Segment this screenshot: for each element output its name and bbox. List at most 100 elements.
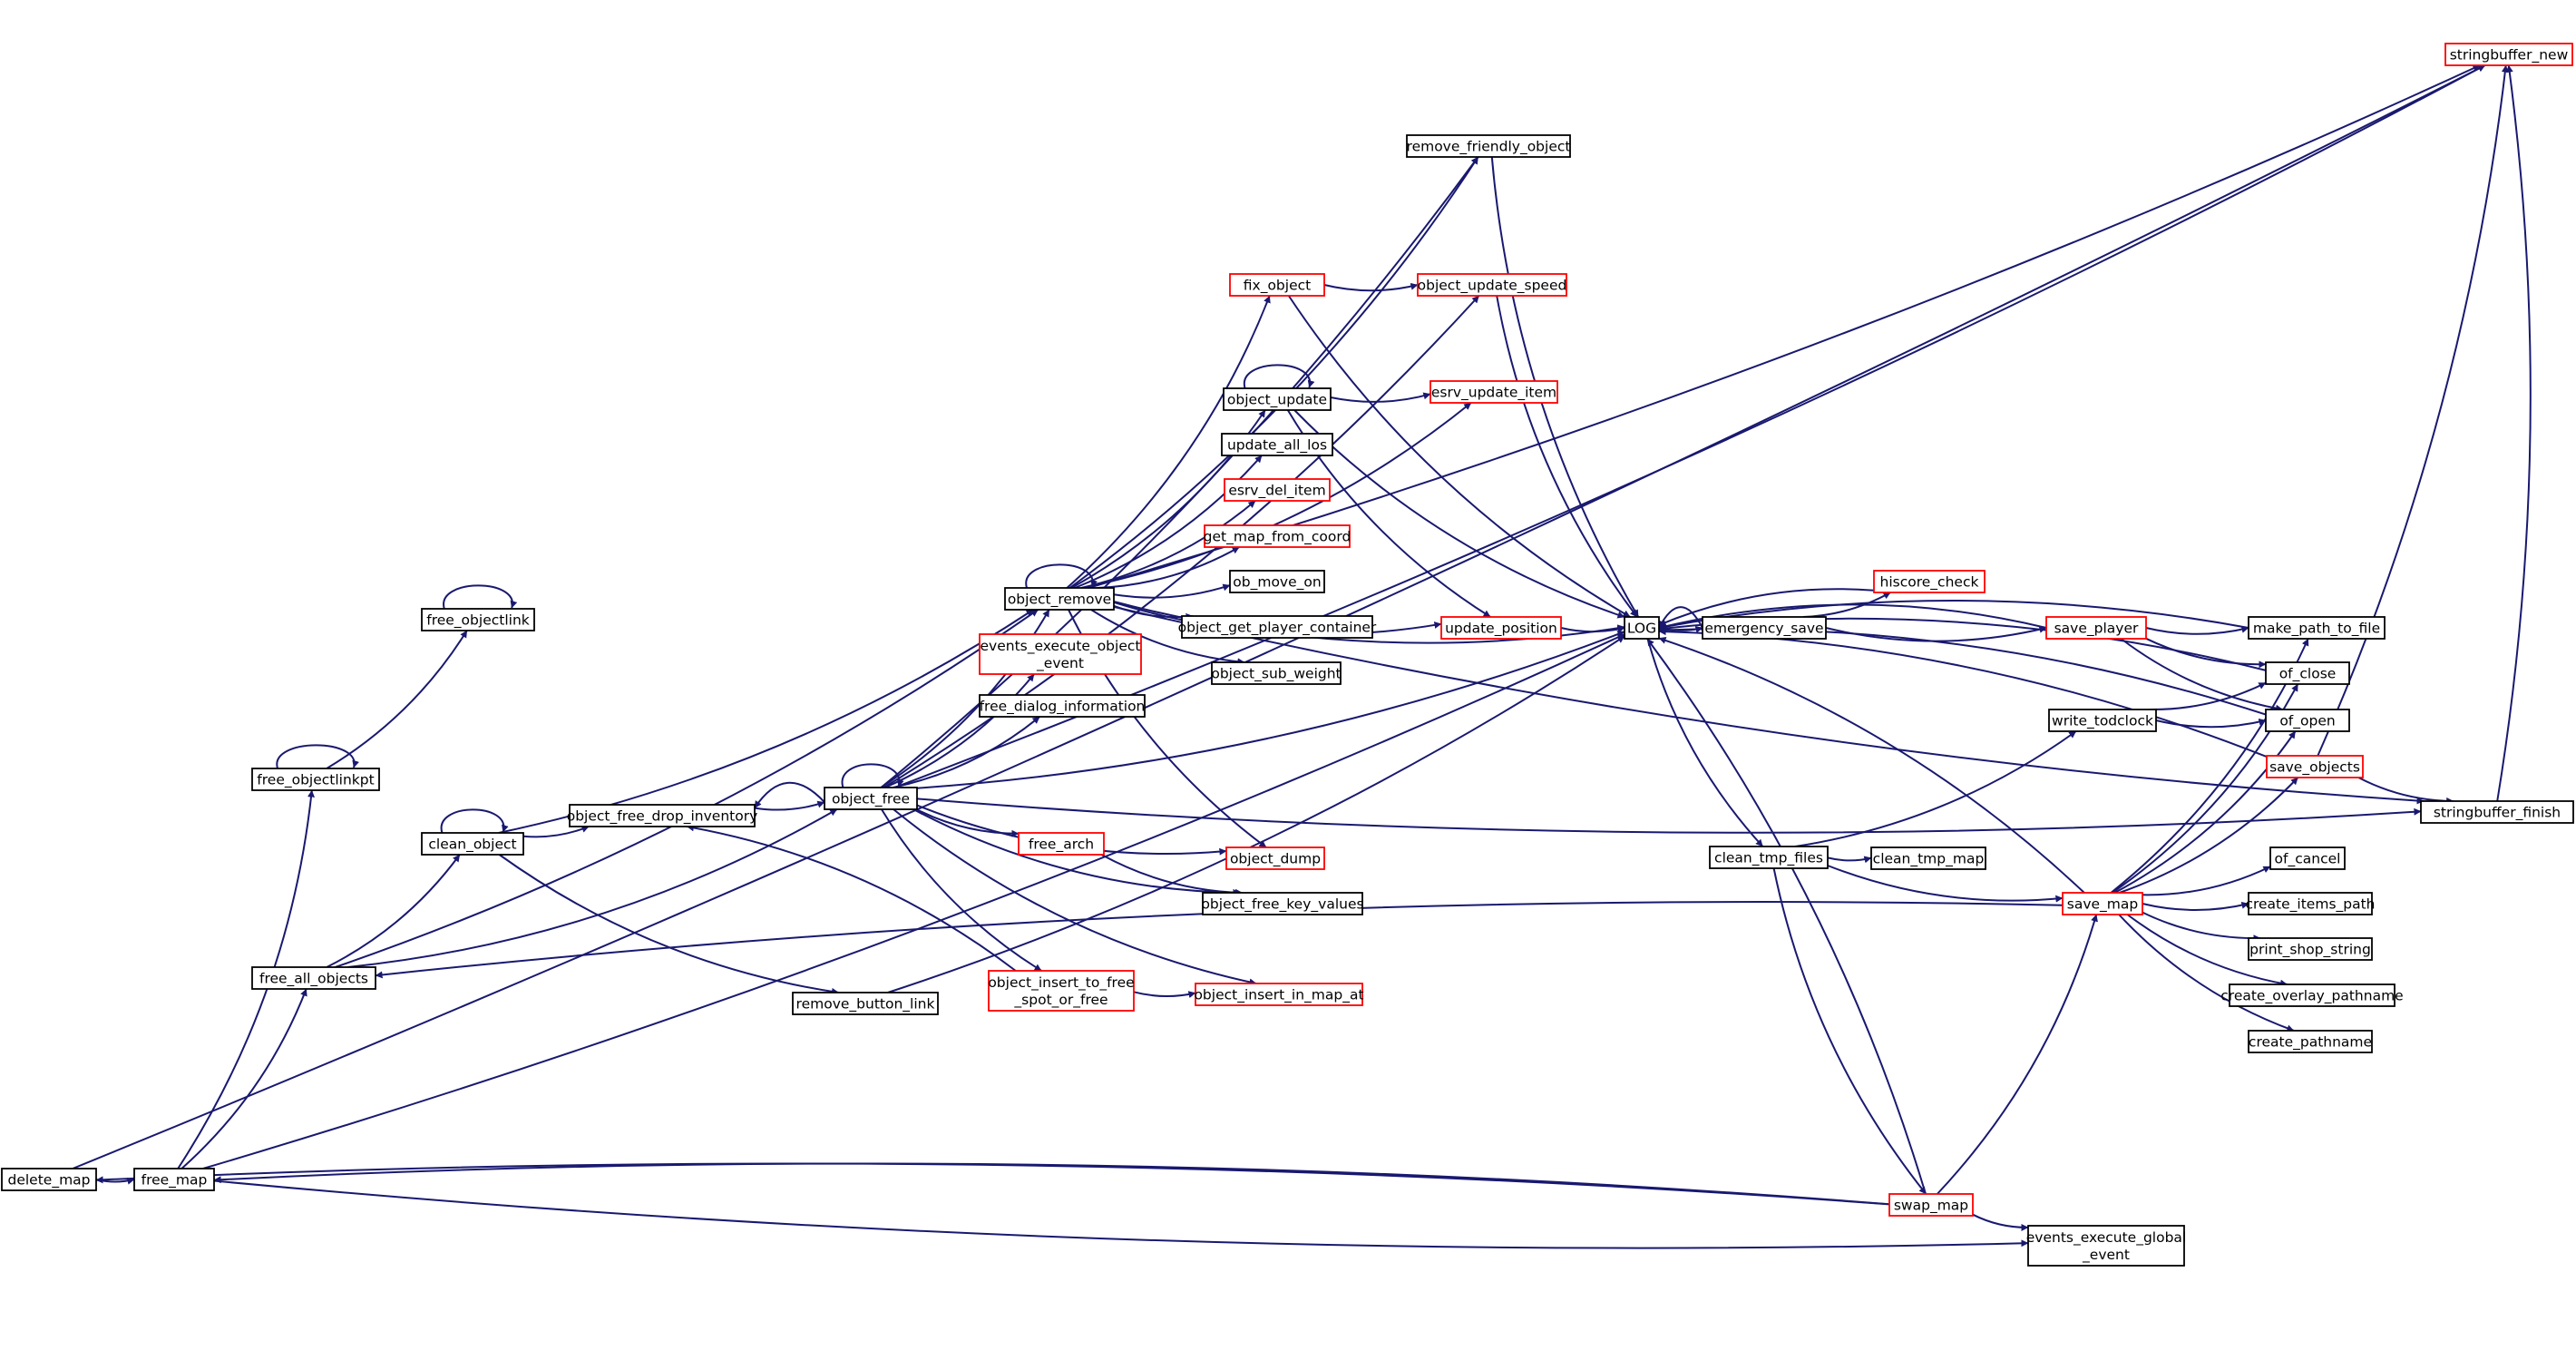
edge-object_remove-to-update_all_los	[1074, 455, 1263, 589]
node-save_map[interactable]: save_map	[2062, 892, 2143, 915]
edge-free_all_objects-to-object_remove	[335, 609, 1039, 968]
node-label: make_path_to_file	[2253, 621, 2380, 638]
node-object_get_player_container[interactable]: object_get_player_container	[1178, 615, 1377, 639]
edge-object_free-to-object_free_drop_inventory	[754, 781, 825, 809]
edge-save_map-to-create_overlay_pathname	[2126, 914, 2288, 987]
node-create_items_path[interactable]: create_items_path	[2245, 892, 2376, 915]
node-object_insert_in_map_at[interactable]: object_insert_in_map_at	[1194, 983, 1364, 1006]
node-print_shop_string[interactable]: print_shop_string	[2248, 937, 2373, 961]
node-events_execute_global_event[interactable]: events_execute_global_event	[2026, 1225, 2186, 1267]
node-label: object_free_key_values	[1201, 896, 1363, 914]
node-label: hiscore_check	[1880, 574, 1979, 592]
node-label: swap_map	[1894, 1198, 1968, 1215]
node-object_sub_weight[interactable]: object_sub_weight	[1211, 661, 1342, 685]
edge-object_remove-to-esrv_del_item	[1080, 500, 1256, 589]
edge-save_map-to-create_pathname	[2118, 914, 2295, 1032]
edge-make_path_to_file-to-LOG	[1658, 600, 2249, 631]
node-box	[2420, 800, 2574, 824]
node-update_all_los[interactable]: update_all_los	[1221, 433, 1333, 456]
node-create_overlay_pathname[interactable]: create_overlay_pathname	[2220, 983, 2404, 1007]
node-label: _event	[1036, 655, 1084, 672]
node-save_player[interactable]: save_player	[2045, 616, 2147, 640]
node-swap_map[interactable]: swap_map	[1888, 1193, 1974, 1217]
node-object_update_speed[interactable]: object_update_speed	[1417, 273, 1567, 297]
node-label: of_open	[2279, 713, 2335, 730]
node-box	[2265, 709, 2350, 732]
node-label: object_insert_to_free	[988, 974, 1134, 992]
node-object_update[interactable]: object_update	[1223, 387, 1332, 411]
edge-free_objectlinkpt-to-free_objectlink	[326, 630, 468, 769]
node-label: object_update	[1227, 392, 1327, 409]
node-free_arch[interactable]: free_arch	[1018, 832, 1105, 856]
node-box	[1224, 478, 1331, 502]
node-object_insert_to_free_spot_or_free[interactable]: object_insert_to_free_spot_or_free	[988, 970, 1135, 1012]
node-of_open[interactable]: of_open	[2265, 709, 2350, 732]
edge-clean_tmp_files-to-clean_tmp_map	[1827, 856, 1872, 864]
node-label: ob_move_on	[1233, 574, 1321, 592]
edge-swap_map-to-LOG	[1646, 638, 1927, 1195]
edge-clean_tmp_files-to-write_todclock	[1795, 730, 2077, 847]
node-label: clean_tmp_files	[1714, 850, 1823, 867]
node-ob_move_on[interactable]: ob_move_on	[1229, 570, 1325, 593]
node-delete_map[interactable]: delete_map	[1, 1168, 97, 1191]
node-object_free_drop_inventory[interactable]: object_free_drop_inventory	[567, 804, 758, 827]
node-object_remove[interactable]: object_remove	[1004, 587, 1115, 611]
edge-clean_object-to-remove_button_link	[498, 854, 839, 995]
node-box	[251, 768, 380, 791]
node-of_close[interactable]: of_close	[2265, 661, 2350, 685]
node-label: of_close	[2279, 666, 2337, 683]
node-label: object_update_speed	[1418, 278, 1567, 295]
node-box	[251, 966, 376, 990]
node-free_map[interactable]: free_map	[133, 1168, 215, 1191]
node-label: free_all_objects	[259, 971, 368, 988]
node-box	[1229, 570, 1325, 593]
node-events_execute_object_event[interactable]: events_execute_object_event	[979, 633, 1142, 675]
node-clean_tmp_files[interactable]: clean_tmp_files	[1709, 846, 1829, 869]
node-box	[1888, 1193, 1974, 1217]
edge-object_remove-to-ob_move_on	[1113, 583, 1231, 599]
node-clean_tmp_map[interactable]: clean_tmp_map	[1870, 846, 1986, 870]
node-LOG[interactable]: LOG	[1624, 616, 1660, 640]
node-esrv_update_item[interactable]: esrv_update_item	[1429, 380, 1558, 404]
node-free_objectlinkpt[interactable]: free_objectlinkpt	[251, 768, 380, 791]
node-box	[1429, 380, 1558, 404]
node-emergency_save[interactable]: emergency_save	[1702, 616, 1827, 640]
node-remove_button_link[interactable]: remove_button_link	[792, 992, 939, 1015]
edge-write_todclock-to-of_open	[2155, 718, 2267, 729]
node-fix_object[interactable]: fix_object	[1229, 273, 1325, 297]
node-esrv_del_item[interactable]: esrv_del_item	[1224, 478, 1331, 502]
node-label: save_objects	[2269, 759, 2360, 777]
node-object_free[interactable]: object_free	[824, 787, 918, 810]
edge-save_map-to-of_cancel	[2142, 866, 2271, 896]
node-stringbuffer_new[interactable]: stringbuffer_new	[2444, 43, 2573, 66]
node-object_dump[interactable]: object_dump	[1225, 846, 1325, 870]
node-make_path_to_file[interactable]: make_path_to_file	[2248, 616, 2386, 640]
node-box	[1018, 832, 1105, 856]
node-label: free_objectlinkpt	[257, 772, 374, 789]
node-create_pathname[interactable]: create_pathname	[2248, 1030, 2373, 1053]
node-update_position[interactable]: update_position	[1440, 616, 1562, 640]
edge-free_map-to-events_execute_global_event	[213, 1179, 2029, 1249]
node-write_todclock[interactable]: write_todclock	[2048, 709, 2157, 732]
node-box	[1211, 661, 1342, 685]
node-label: object_free_drop_inventory	[567, 808, 758, 826]
node-clean_object[interactable]: clean_object	[421, 832, 524, 856]
edges-layer	[72, 64, 2532, 1249]
edge-object_insert_to_free_spot_or_free-to-object_insert_in_map_at	[1133, 991, 1196, 999]
node-free_dialog_information[interactable]: free_dialog_information	[979, 694, 1146, 718]
node-free_all_objects[interactable]: free_all_objects	[251, 966, 376, 990]
edge-free_objectlink-to-free_objectlink	[443, 584, 518, 610]
edge-save_player-to-make_path_to_file	[2145, 625, 2249, 635]
node-save_objects[interactable]: save_objects	[2266, 755, 2364, 778]
node-stringbuffer_finish[interactable]: stringbuffer_finish	[2420, 800, 2574, 824]
node-of_cancel[interactable]: of_cancel	[2269, 846, 2346, 870]
node-get_map_from_coord[interactable]: get_map_from_coord	[1204, 524, 1351, 548]
node-box	[1229, 273, 1325, 297]
node-hiscore_check[interactable]: hiscore_check	[1873, 570, 1986, 593]
edge-object_update-to-LOG	[1293, 409, 1625, 619]
node-label: fix_object	[1244, 278, 1311, 295]
node-object_free_key_values[interactable]: object_free_key_values	[1201, 892, 1364, 915]
node-free_objectlink[interactable]: free_objectlink	[421, 608, 535, 631]
edge-clean_object-to-object_remove	[498, 609, 1034, 834]
node-remove_friendly_object[interactable]: remove_friendly_object	[1406, 134, 1571, 158]
